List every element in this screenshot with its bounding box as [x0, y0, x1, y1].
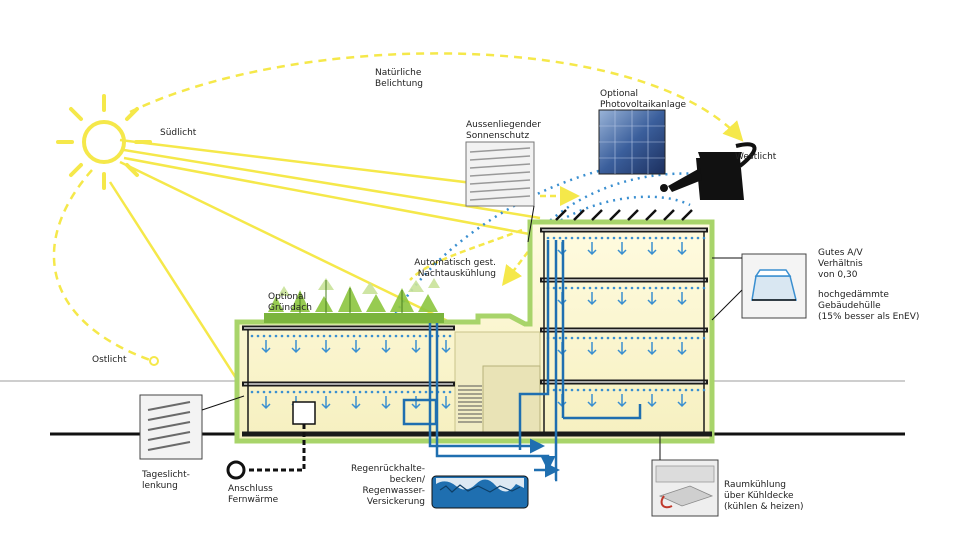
- exterior-shading-label: Aussenliegender Sonnenschutz: [466, 120, 541, 141]
- pv-panel-icon: [598, 109, 666, 175]
- insulation-label: hochgedämmte Gebäudehülle (15% besser al…: [818, 290, 920, 322]
- water-pipes: [402, 240, 642, 482]
- rainwater-label: Regenrückhalte- becken/ Regenwasser- Ver…: [351, 464, 425, 507]
- sun-icon: [56, 94, 152, 190]
- rainwater-basin-icon: [431, 475, 529, 509]
- heating-connector-icon: [226, 401, 316, 480]
- airflow-arc-2: [539, 172, 701, 231]
- night-cooling-dash: [409, 228, 523, 281]
- building: [234, 219, 715, 444]
- daylight-guidance-label: Tageslicht- lenkung: [142, 470, 190, 491]
- daylight-guidance-inset: [139, 394, 245, 460]
- district-heating-label: Anschluss Fernwärme: [228, 484, 279, 505]
- building-volume-icon: [711, 253, 807, 321]
- louver-icon: [465, 141, 535, 243]
- photovoltaic-label: Optional Photovoltaikanlage: [600, 89, 687, 110]
- green-roof: [264, 278, 444, 323]
- natural-light-label: Natürliche Belichtung: [375, 68, 424, 89]
- airflow-arc-3: [554, 195, 691, 226]
- av-ratio-label: Gutes A/V Verhältnis von 0,30: [818, 248, 863, 280]
- cooling-ceiling-icon: [651, 434, 719, 517]
- roof-louver-icon: [555, 209, 693, 221]
- night-cooling-label: Automatisch gest. Nachtauskühlung: [414, 258, 496, 279]
- east-light-arc: [52, 169, 151, 362]
- green-roof-label: Optional Gründach: [268, 292, 312, 313]
- natural-light-arc: [129, 52, 744, 142]
- west-light-label: Westlicht: [735, 152, 777, 162]
- watering-can-icon: [660, 142, 757, 200]
- east-light-label: Ostlicht: [92, 355, 127, 365]
- east-light-end-dot: [149, 356, 159, 366]
- south-light-label: Südlicht: [160, 128, 197, 138]
- ceiling-cooling-label: Raumkühlung über Kühldecke (kühlen & hei…: [724, 480, 804, 512]
